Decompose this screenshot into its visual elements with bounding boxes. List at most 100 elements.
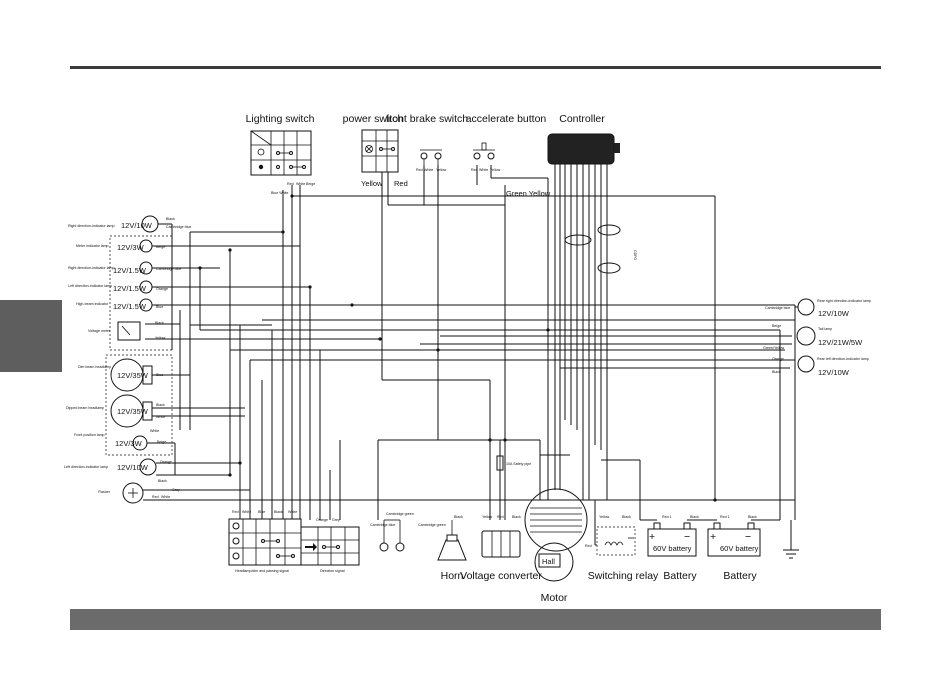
svg-text:Green/Yellow: Green/Yellow (763, 346, 785, 350)
svg-text:Yellow: Yellow (436, 168, 447, 172)
left-lamp-panel: Right direction-indicator lamp 12V/10W B… (64, 215, 191, 504)
horn-label: Horn (441, 570, 464, 582)
lighting-switch-label: Lighting switch (246, 113, 315, 125)
left-harness-wires (143, 165, 796, 520)
accelerate-button-label: accelerate button (466, 113, 547, 125)
headlamp-switch-caption: Headlamp/dim and passing signal (235, 569, 289, 573)
lamp-rating: 12V/3W (115, 439, 143, 448)
power-switch: Yellow Red (361, 129, 408, 188)
svg-text:Red: Red (416, 168, 423, 172)
svg-text:Cambridge blue: Cambridge blue (765, 306, 790, 310)
motor-label: Motor (541, 592, 568, 604)
svg-text:Black: Black (166, 217, 175, 221)
power-switch-red: Red (394, 179, 408, 188)
safety-fuse: 10A Safety pipe (496, 455, 531, 471)
battery-2-label: Battery (723, 570, 757, 582)
svg-text:Red: Red (497, 515, 504, 519)
svg-text:Cambridge blue: Cambridge blue (156, 267, 181, 271)
svg-text:Beige: Beige (156, 245, 165, 249)
svg-text:Black: Black (622, 515, 631, 519)
svg-text:Front position lamp: Front position lamp (74, 433, 105, 437)
controller-side-text: CDFG (633, 250, 637, 260)
chapter-tab (0, 300, 62, 372)
svg-text:−: − (684, 531, 690, 543)
svg-text:Orange: Orange (316, 518, 328, 522)
direction-switch-caption: Direction signal (320, 569, 345, 573)
svg-text:White: White (296, 182, 305, 186)
svg-text:Blue: Blue (258, 510, 265, 514)
svg-text:White: White (161, 495, 170, 499)
hall-label: Hall (542, 557, 555, 566)
safety-fuse-label: 10A Safety pipe (506, 462, 531, 466)
svg-text:Flasher: Flasher (98, 490, 111, 494)
lamp-rating: 12V/21W/5W (818, 338, 863, 347)
svg-text:Black: Black (274, 510, 283, 514)
svg-text:Voltage meter: Voltage meter (88, 329, 111, 333)
lamp-rating: 12V/1.5W (113, 302, 147, 311)
svg-text:Cambridge blue: Cambridge blue (166, 225, 191, 229)
svg-text:Black: Black (155, 321, 164, 325)
power-switch-label: power switch (343, 113, 404, 125)
svg-text:Red: Red (287, 182, 294, 186)
svg-text:Yellow: Yellow (490, 168, 501, 172)
svg-text:Rear right direction-indicator: Rear right direction-indicator lamp (817, 299, 871, 303)
lamp-rating: 12V/35W (117, 371, 149, 380)
svg-text:Red: Red (152, 495, 159, 499)
svg-text:Blue White: Blue White (271, 191, 288, 195)
svg-text:Black: Black (690, 515, 699, 519)
lamp-rating: 12V/1.5W (113, 266, 147, 275)
svg-text:Meter indicator lamp: Meter indicator lamp (76, 244, 109, 248)
controller-label: Controller (559, 113, 605, 125)
svg-text:Red: Red (471, 168, 478, 172)
lamp-rating: 12V/10W (117, 463, 149, 472)
svg-text:Yellow: Yellow (155, 336, 166, 340)
svg-text:Right direction-indicator lamp: Right direction-indicator lamp (68, 224, 115, 228)
lamp-rating: 12V/10W (121, 221, 153, 230)
svg-text:High-beam indicator: High-beam indicator (76, 302, 109, 306)
lamp-rating: 12V/1.5W (113, 284, 147, 293)
motor: Hall Motor (524, 410, 588, 604)
svg-text:Beige: Beige (157, 440, 166, 444)
svg-text:Orange: Orange (156, 287, 168, 291)
svg-text:+: + (649, 531, 655, 543)
battery-1-label: Battery (663, 570, 697, 582)
svg-text:Red 1: Red 1 (720, 515, 730, 519)
svg-text:Black: Black (158, 479, 167, 483)
bottom-wiring (582, 435, 795, 546)
lamp-rating: 12V/35W (117, 407, 149, 416)
svg-text:Left direction-indicator lamp: Left direction-indicator lamp (64, 465, 108, 469)
svg-text:Orange: Orange (160, 460, 172, 464)
svg-text:White: White (424, 168, 433, 172)
battery-2-rating: 60V battery (720, 544, 759, 553)
svg-text:Red: Red (585, 544, 592, 548)
svg-text:Red: Red (232, 510, 239, 514)
svg-text:+: + (710, 531, 716, 543)
svg-text:Black: Black (454, 515, 463, 519)
lamp-rating: 12V/10W (818, 368, 850, 377)
svg-text:White: White (242, 510, 251, 514)
svg-text:Dipped beam headlamp: Dipped beam headlamp (66, 406, 104, 410)
svg-text:Dim beam headlamp: Dim beam headlamp (78, 365, 111, 369)
junction-dots (198, 194, 717, 502)
svg-text:White: White (288, 510, 297, 514)
svg-text:Tail lamp: Tail lamp (818, 327, 832, 331)
lamp-rating: 12V/3W (117, 243, 145, 252)
front-brake-switch-label: front brake switch (386, 113, 468, 125)
lamp-rating: 12V/10W (818, 309, 850, 318)
power-switch-yellow: Yellow (361, 179, 383, 188)
right-lamp-panel: Cambridge blue Rear right direction-indi… (420, 298, 871, 377)
svg-text:White: White (479, 168, 488, 172)
controller: Green Yellow CDFG (506, 133, 637, 260)
svg-text:White: White (150, 429, 159, 433)
